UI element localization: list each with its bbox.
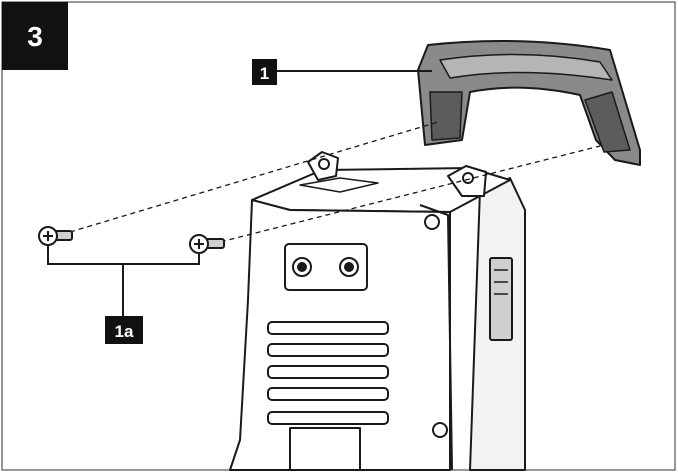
- callout-handle-box: [252, 59, 277, 85]
- alignment-line-right: [211, 145, 601, 245]
- screw-right: [189, 234, 225, 254]
- handle-leg-right: [584, 91, 631, 153]
- screws: [38, 226, 225, 254]
- vent-slot: [267, 343, 389, 357]
- alignment-lines: [69, 121, 601, 245]
- clip-hole-left: [318, 158, 330, 170]
- side-latch: [489, 257, 513, 341]
- step-badge-box: [2, 2, 68, 70]
- screw-left: [38, 226, 73, 246]
- vent-slot: [267, 321, 389, 335]
- corner-hole-bottom: [432, 422, 448, 438]
- clip-hole-right: [462, 172, 474, 184]
- callout-screws: 1a: [47, 246, 200, 344]
- handle-grip: [439, 53, 613, 81]
- callout-handle-label: 1: [260, 64, 269, 83]
- vent-slot: [267, 411, 389, 425]
- front-edge: [419, 204, 453, 471]
- top-recess: [299, 177, 379, 193]
- callout-screws-label: 1a: [115, 322, 134, 341]
- device-body: [229, 151, 526, 471]
- control-plate: [284, 243, 368, 291]
- knob-right-center: [344, 262, 354, 272]
- corner-hole-top: [424, 214, 440, 230]
- lower-panel: [289, 427, 361, 470]
- alignment-line-left: [69, 121, 439, 233]
- knob-left-center: [297, 262, 307, 272]
- callout-handle: 1: [252, 59, 432, 85]
- carry-handle: [417, 40, 641, 166]
- callout-screws-box: [105, 316, 143, 344]
- handle-leg-left: [429, 91, 463, 141]
- vent-slot: [267, 387, 389, 401]
- step-number: 3: [27, 21, 43, 52]
- vent-slot: [267, 365, 389, 379]
- step-badge: 3: [2, 2, 68, 70]
- callout-screws-bracket: [47, 246, 200, 265]
